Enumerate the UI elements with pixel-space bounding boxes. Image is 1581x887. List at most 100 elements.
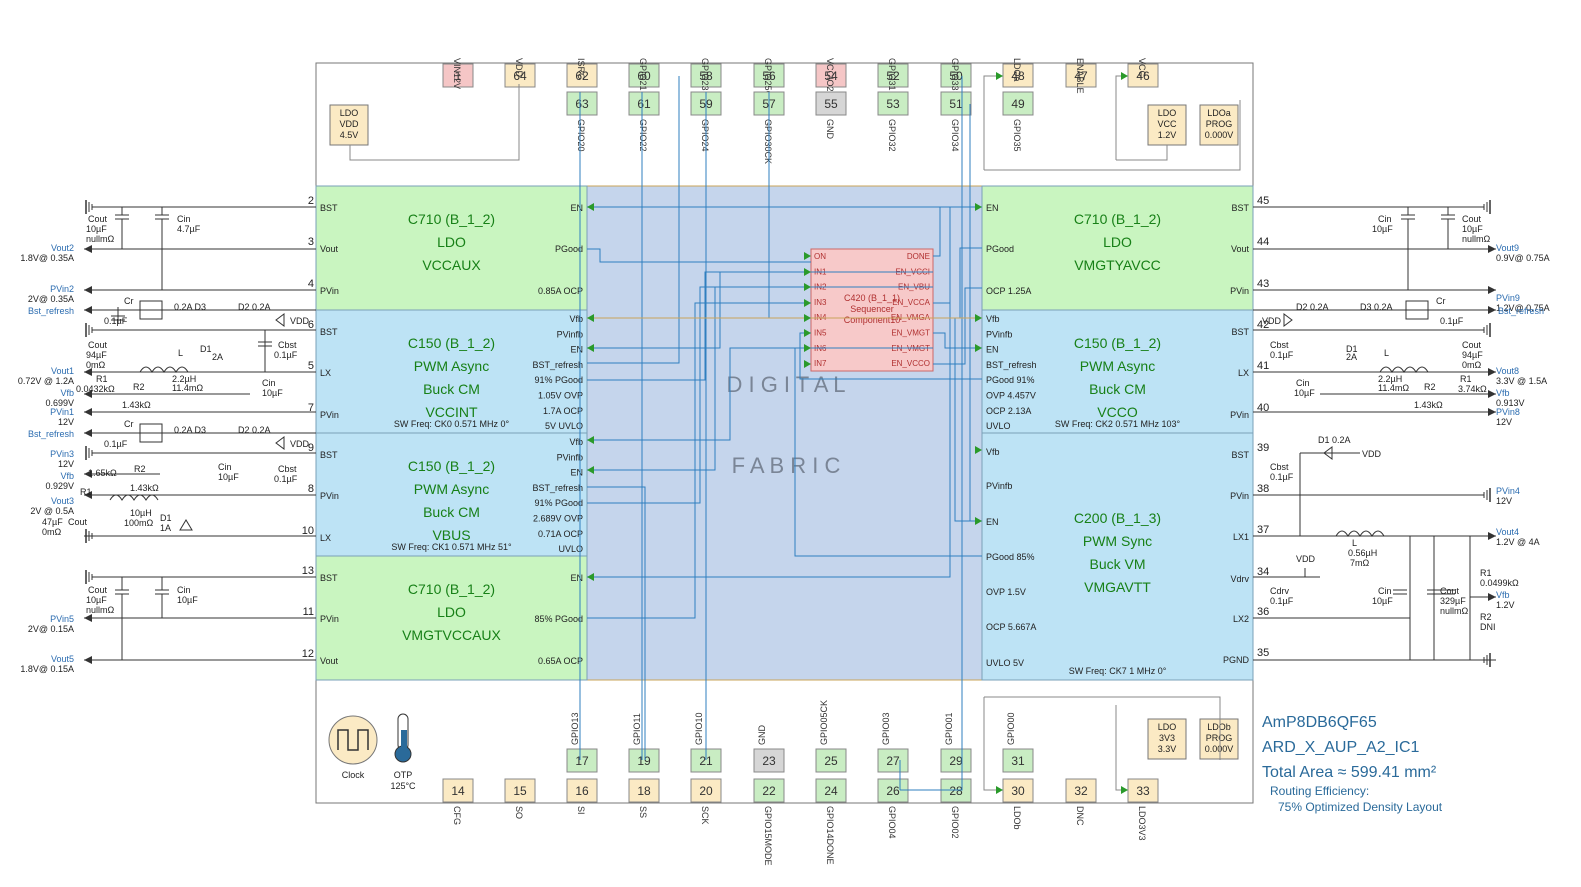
pin-name: PGood xyxy=(555,244,583,254)
net-label: Vfb xyxy=(60,388,74,398)
net-label: Bst_refresh xyxy=(28,306,74,316)
label: nullmΩ xyxy=(86,234,115,244)
pin-16 xyxy=(566,778,598,803)
pin-name: UVLO xyxy=(558,544,583,554)
pin-number: 42 xyxy=(1257,319,1269,331)
label: D2 0.2A xyxy=(238,302,271,312)
label: L xyxy=(1352,538,1357,548)
pin-48-number: 48 xyxy=(1011,69,1025,83)
label: 1A xyxy=(160,523,171,533)
label: 0.1µF xyxy=(274,474,298,484)
label: Cin xyxy=(177,585,191,595)
label: 10µF xyxy=(177,595,198,605)
net-label: PVin2 xyxy=(50,284,74,294)
label: 0.2A D3 xyxy=(174,425,206,435)
pin-name: PGood xyxy=(986,244,1014,254)
pin-label: CFG xyxy=(452,806,462,825)
inductor xyxy=(109,494,159,501)
pin-label: GPIO15MODE xyxy=(763,806,773,866)
pin-name: PGood 85% xyxy=(986,552,1035,562)
routing-value: 75% Optimized Density Layout xyxy=(1278,800,1443,814)
pin-number: 12 xyxy=(302,648,314,660)
label: 11.4mΩ xyxy=(1378,383,1409,393)
label: Cdrv xyxy=(1270,586,1290,596)
pin-61 xyxy=(628,91,660,116)
pin-label: LDO3V3 xyxy=(1137,806,1147,841)
block-type: LDO xyxy=(437,604,466,620)
pin-64 xyxy=(504,63,536,88)
net-label: Vfb xyxy=(60,471,74,481)
pin-label: GPIO13 xyxy=(570,712,580,745)
pin-name: Vfb xyxy=(986,314,1000,324)
pin-46-number: 46 xyxy=(1136,69,1150,83)
pin-name: 1.7A OCP xyxy=(543,406,583,416)
arrow-head xyxy=(84,245,92,253)
net-value: 2V@ 0.35A xyxy=(28,294,74,304)
pin-label: GPIO22 xyxy=(638,119,648,152)
signal-route xyxy=(587,286,933,471)
label: 0.2A D3 xyxy=(174,302,206,312)
arrow-head xyxy=(1488,390,1496,398)
arrow-head xyxy=(84,368,92,376)
pin-label: GPIO14DONE xyxy=(825,806,835,865)
net-label: Vout9 xyxy=(1496,243,1519,253)
pin-label: ISRC xyxy=(576,58,586,80)
label: 10µF xyxy=(86,595,107,605)
pin-number: 13 xyxy=(302,565,314,577)
arrow-head xyxy=(1121,72,1128,80)
ldob-wire xyxy=(984,696,1221,760)
pin-64-number: 64 xyxy=(513,69,527,83)
ldo-label: LDO xyxy=(1158,108,1177,118)
pin-label: LDOb xyxy=(1012,806,1022,830)
label: nullmΩ xyxy=(1462,234,1491,244)
pin-52 xyxy=(877,63,909,88)
net-label: PVin1 xyxy=(50,407,74,417)
label: Cin xyxy=(177,214,191,224)
arrow-head xyxy=(1488,532,1496,540)
arrow-head xyxy=(84,470,92,478)
power-block xyxy=(315,432,588,557)
pin-26-number: 26 xyxy=(886,784,900,798)
pin-label: LDOa xyxy=(1012,58,1022,82)
label: 0mΩ xyxy=(86,360,106,370)
label: 3.74kΩ xyxy=(1458,384,1487,394)
net-value: 1.2V xyxy=(1496,600,1515,610)
label: R2 xyxy=(1424,382,1436,392)
pin-name: BST xyxy=(320,450,338,460)
block-type: PWM Sync xyxy=(1083,533,1152,549)
signal-route xyxy=(933,206,982,257)
label: Cin xyxy=(1378,214,1392,224)
pin-label: GPIO10 xyxy=(694,712,704,745)
net-label: Vout2 xyxy=(51,243,74,253)
pin-name: Vout xyxy=(320,244,339,254)
pin-name: BST xyxy=(320,203,338,213)
diode xyxy=(1283,313,1293,327)
label: 0.1µF xyxy=(1270,350,1294,360)
pin-label: SI xyxy=(576,806,586,815)
pin-name: PVinfb xyxy=(557,452,583,462)
pin-label: ENABLE xyxy=(1075,58,1085,94)
net-value: 0.699V xyxy=(45,398,74,408)
pin-51-number: 51 xyxy=(949,97,963,111)
pin-14 xyxy=(442,778,474,803)
label: Cr xyxy=(124,419,134,429)
label: 10µF xyxy=(218,472,239,482)
pin-15-number: 15 xyxy=(513,784,527,798)
net-value: 12V xyxy=(1496,417,1512,427)
pin-label: SO xyxy=(514,806,524,819)
label: D1 0.2A xyxy=(1318,435,1351,445)
label: VDD xyxy=(1296,554,1316,564)
pin-24 xyxy=(815,778,847,803)
arrow-head xyxy=(804,314,811,322)
pin-17 xyxy=(566,748,598,773)
pin-label: GND xyxy=(825,119,835,140)
label: 0mΩ xyxy=(42,527,62,537)
arrow-head xyxy=(804,268,811,276)
ldo-label: VDD xyxy=(339,119,359,129)
pin-name: LX xyxy=(320,368,331,378)
design-name: ARD_X_AUP_A2_IC1 xyxy=(1262,739,1420,756)
fabric-label: F A B R I C xyxy=(732,453,841,478)
pin-56 xyxy=(753,63,785,88)
fabric-label: D I G I T A L xyxy=(726,372,845,397)
sw-freq: SW Freq: CK7 1 MHz 0° xyxy=(1069,666,1167,676)
